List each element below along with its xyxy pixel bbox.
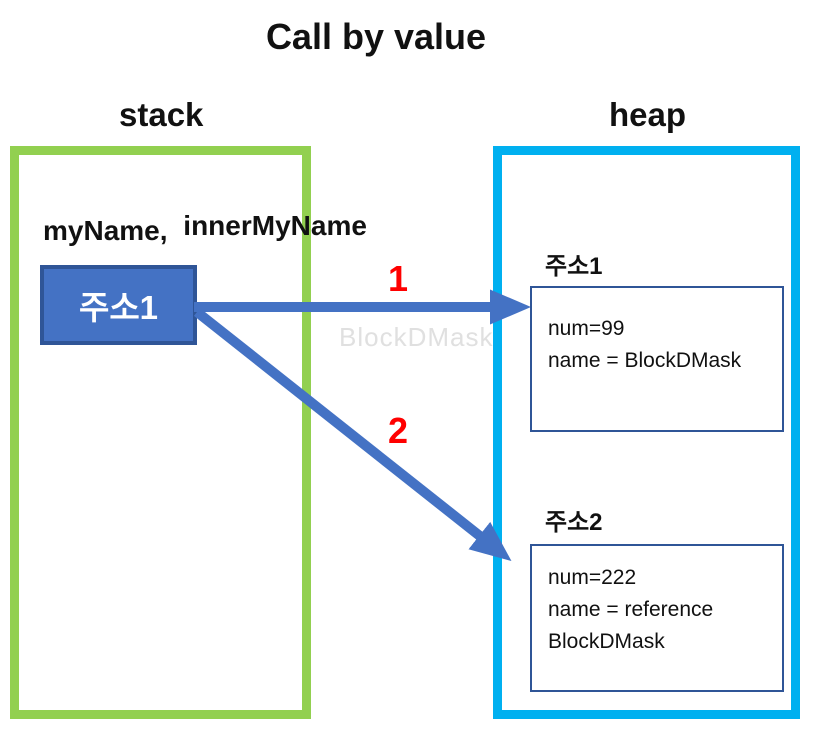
heap-object-1-address-label: 주소1: [545, 253, 603, 280]
heap-object-1-line-num: num=99: [548, 317, 625, 340]
heap-object-1-box: num=99 name = BlockDMask: [530, 286, 784, 432]
heap-object-1-line-name: name = BlockDMask: [548, 349, 742, 372]
stack-address-value: 주소1: [78, 289, 159, 326]
arrow-2-label: 2: [388, 410, 409, 451]
diagram-title: Call by value: [265, 16, 487, 57]
heap-section-label: heap: [609, 96, 687, 133]
watermark-text: BlockDMask: [339, 322, 494, 352]
stack-section-label: stack: [119, 96, 204, 133]
arrow-1-label: 1: [388, 258, 409, 299]
heap-object-2-box: num=222 name = reference BlockDMask: [530, 544, 784, 692]
variable-innermyname: innerMyName: [183, 210, 367, 241]
stack-address-value-box: 주소1: [40, 265, 197, 345]
heap-object-2-address-label: 주소2: [545, 509, 603, 536]
variable-myname: myName,: [43, 215, 168, 246]
stack-variable-names: myName, innerMyName: [43, 210, 367, 247]
heap-object-2-line-name-cont: BlockDMask: [548, 630, 665, 653]
heap-object-2-line-name: name = reference: [548, 598, 714, 621]
heap-object-2-line-num: num=222: [548, 566, 637, 589]
